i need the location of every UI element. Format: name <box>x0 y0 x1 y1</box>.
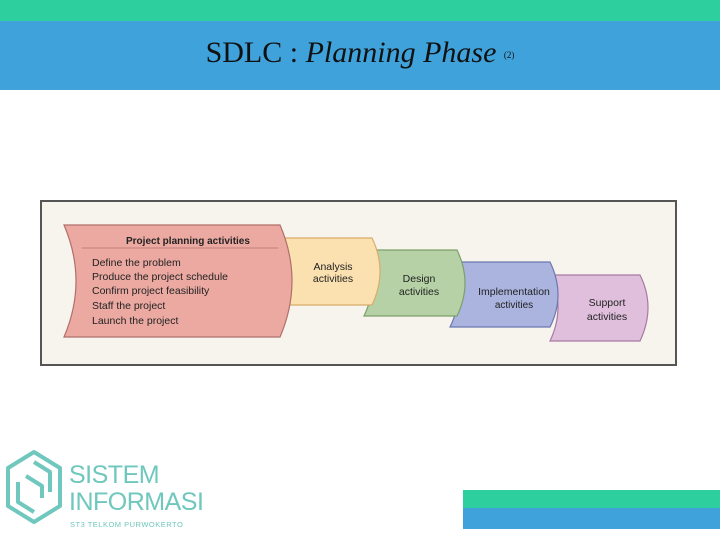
analysis-label-sub: activities <box>313 273 353 285</box>
title-suffix: (2) <box>503 50 515 61</box>
logo-line3: ST3 TELKOM PURWOKERTO <box>70 520 184 529</box>
planning-item: Confirm project feasibility <box>92 285 210 297</box>
title-bar <box>0 21 720 90</box>
sdlc-phases-diagram: Project planning activities Define the p… <box>40 200 677 366</box>
design-label-sub: activities <box>399 286 439 298</box>
logo-line1: SISTEM <box>69 461 160 489</box>
planning-item: Produce the project schedule <box>92 271 228 283</box>
top-accent-strip <box>0 0 720 21</box>
slide-title: SDLC : Planning Phase (2) <box>0 36 720 72</box>
phases-graphic: Project planning activities Define the p… <box>63 224 649 342</box>
planning-item: Define the problem <box>92 257 181 269</box>
title-main: Planning Phase <box>305 36 497 69</box>
implementation-label: Implementation <box>478 286 550 298</box>
support-label-sub: activities <box>587 311 627 323</box>
footer-accent-green <box>463 490 720 508</box>
sistem-informasi-logo-icon <box>6 450 62 524</box>
support-label: Support <box>589 297 626 309</box>
design-label: Design <box>403 273 436 285</box>
footer-accent-blue <box>463 508 720 529</box>
implementation-label-sub: activities <box>495 300 533 311</box>
logo-line2: INFORMASI <box>69 488 204 516</box>
planning-item: Launch the project <box>92 315 178 327</box>
title-prefix: SDLC : <box>205 36 306 69</box>
planning-heading: Project planning activities <box>126 236 250 247</box>
planning-phase-shape <box>63 224 293 338</box>
analysis-label: Analysis <box>313 261 352 273</box>
planning-item: Staff the project <box>92 300 165 312</box>
